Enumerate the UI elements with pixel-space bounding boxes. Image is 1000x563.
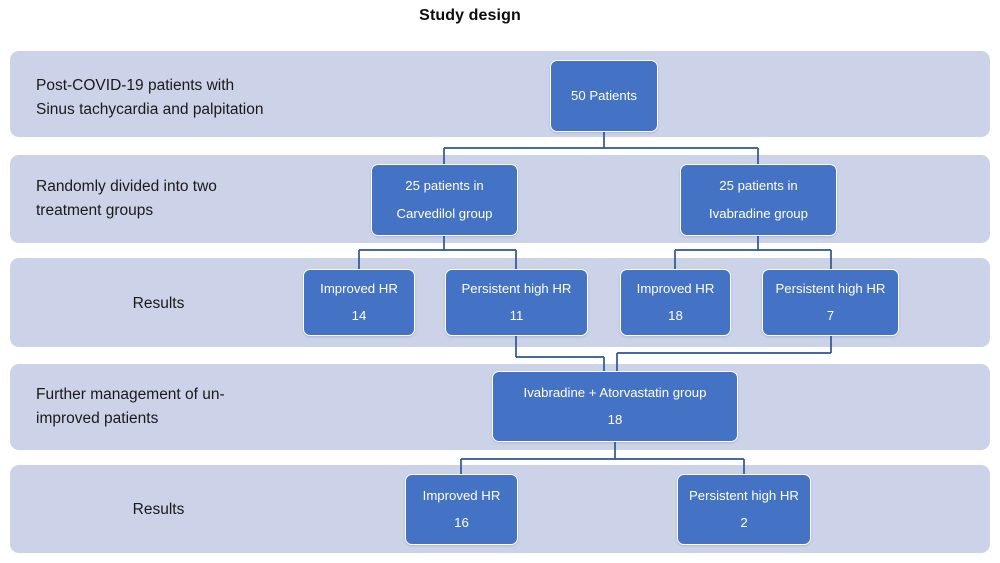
node-ivabradine-persistent-count: 7	[826, 308, 835, 323]
node-ivabradine-atorvastatin-line1: Ivabradine + Atorvastatin group	[523, 384, 707, 400]
node-carvedilol-group-line2: Carvedilol group	[396, 205, 493, 221]
node-ivabradine-improved[interactable]: Improved HR 18	[620, 269, 731, 336]
node-total-patients-line1: 50 Patients	[571, 87, 637, 103]
band-label-further-management: Further management of un- improved patie…	[36, 386, 225, 428]
node-ivabradine-group[interactable]: 25 patients in Ivabradine group	[680, 164, 837, 236]
band-label-enrollment: Post-COVID-19 patients with Sinus tachyc…	[36, 77, 264, 119]
node-total-patients[interactable]: 50 Patients	[550, 60, 658, 132]
node-final-improved-count: 16	[454, 515, 469, 530]
node-ivabradine-persistent[interactable]: Persistent high HR 7	[762, 269, 899, 336]
node-final-persistent-count: 2	[740, 515, 748, 530]
node-final-improved[interactable]: Improved HR 16	[405, 474, 518, 545]
node-final-improved-line1: Improved HR	[422, 487, 501, 503]
node-ivabradine-group-line2: Ivabradine group	[709, 205, 808, 221]
node-final-persistent[interactable]: Persistent high HR 2	[677, 474, 811, 545]
node-final-persistent-line1: Persistent high HR	[689, 487, 799, 503]
node-carvedilol-persistent[interactable]: Persistent high HR 11	[445, 269, 588, 336]
node-carvedilol-group-line1: 25 patients in	[405, 178, 484, 193]
page-title: Study design	[419, 7, 521, 24]
node-ivabradine-persistent-line1: Persistent high HR	[775, 280, 886, 296]
node-ivabradine-atorvastatin-count: 18	[607, 412, 623, 427]
band-label-results-2: Results	[132, 501, 185, 518]
node-ivabradine-improved-line1: Improved HR	[636, 280, 715, 296]
node-carvedilol-improved-line1: Improved HR	[320, 280, 398, 296]
node-carvedilol-persistent-count: 11	[509, 308, 524, 323]
band-enrollment	[10, 51, 990, 137]
node-carvedilol-group[interactable]: 25 patients in Carvedilol group	[371, 164, 518, 236]
node-ivabradine-improved-count: 18	[668, 308, 683, 323]
node-carvedilol-persistent-line1: Persistent high HR	[461, 280, 572, 296]
node-ivabradine-group-line1: 25 patients in	[719, 178, 798, 193]
band-label-results-1: Results	[132, 295, 185, 312]
node-ivabradine-atorvastatin[interactable]: Ivabradine + Atorvastatin group 18	[492, 371, 738, 442]
node-carvedilol-improved[interactable]: Improved HR 14	[303, 269, 415, 336]
band-label-randomization: Randomly divided into two treatment grou…	[36, 178, 217, 220]
node-carvedilol-improved-count: 14	[351, 308, 367, 323]
